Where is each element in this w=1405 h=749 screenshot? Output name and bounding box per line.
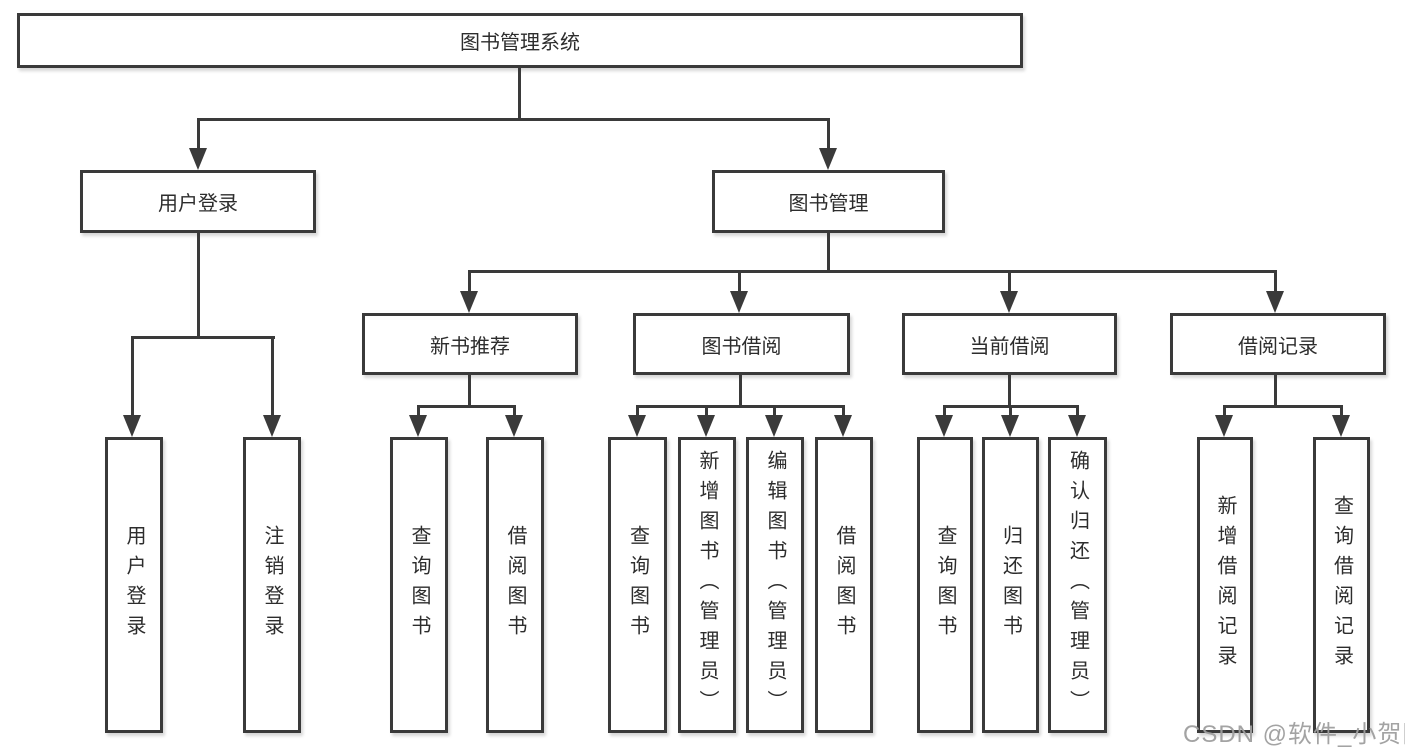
node-label: 图书管理 — [788, 193, 869, 215]
connector-arrow-leaf — [409, 405, 427, 437]
node-label: 用户登录 — [158, 193, 238, 215]
connector-arrow-leaf — [1001, 405, 1019, 437]
leaf-borrow-books-recommend: 借阅图书 — [486, 437, 544, 733]
connector-arrow-leaf — [765, 405, 783, 437]
leaf-query-books-current: 查询图书 — [917, 437, 973, 733]
node-label: 新书推荐 — [430, 335, 510, 358]
node-label: 新增借阅记录 — [1214, 495, 1236, 675]
node-label: 用户登录 — [123, 525, 145, 645]
node-new-book-recommendation: 新书推荐 — [362, 313, 578, 375]
connector-arrow-leaf — [123, 336, 141, 437]
connector-stem-book-borrow — [739, 375, 742, 408]
connector-stem-new-books — [468, 375, 471, 408]
node-label: 归还图书 — [999, 525, 1022, 645]
node-label: 当前借阅 — [969, 335, 1050, 358]
connector-arrow-leaf — [505, 405, 523, 437]
leaf-borrow-books: 借阅图书 — [815, 437, 873, 733]
node-label: 图书管理系统 — [460, 32, 580, 54]
connector-bus-new-books — [419, 405, 515, 408]
connector-stem-borrow-records — [1274, 375, 1277, 408]
node-label: 查询图书 — [626, 525, 649, 645]
connector-arrow-leaf — [697, 405, 715, 437]
connector-arrow-leaf — [628, 405, 646, 437]
connector-bus-user-login — [133, 336, 275, 339]
connector-arrow-user-login — [189, 118, 207, 170]
node-user-login: 用户登录 — [80, 170, 316, 233]
connector-arrow-leaf — [834, 405, 852, 437]
connector-stem-root — [518, 68, 521, 120]
node-label: 借阅图书 — [504, 525, 526, 645]
leaf-query-books-borrow: 查询图书 — [608, 437, 667, 733]
node-label: 查询图书 — [408, 525, 430, 645]
node-label: 查询图书 — [934, 525, 956, 645]
connector-stem-user-login — [197, 232, 200, 339]
csdn-watermark: CSDN @软件_小贺同学 — [1183, 721, 1405, 748]
leaf-add-books-admin: 新增图书（管理员） — [678, 437, 736, 733]
leaf-edit-books-admin: 编辑图书（管理员） — [746, 437, 804, 733]
leaf-query-books-recommend: 查询图书 — [390, 437, 448, 733]
connector-bus-book-borrow — [636, 405, 844, 408]
connector-bus-borrow-records — [1224, 405, 1341, 408]
connector-arrow-leaf — [935, 405, 953, 437]
connector-arrow-module — [1266, 270, 1284, 313]
connector-arrow-module — [730, 270, 748, 313]
connector-bus-modules — [470, 270, 1277, 273]
node-borrowing-records: 借阅记录 — [1170, 313, 1386, 375]
node-book-borrowing: 图书借阅 — [633, 313, 850, 375]
node-book-management: 图书管理 — [712, 170, 945, 233]
node-label: 借阅记录 — [1238, 335, 1318, 358]
node-label: 编辑图书（管理员） — [764, 450, 786, 720]
leaf-return-books: 归还图书 — [982, 437, 1039, 733]
node-label: 借阅图书 — [833, 525, 855, 645]
leaf-logout: 注销登录 — [243, 437, 301, 733]
node-label: 注销登录 — [261, 525, 283, 645]
node-label: 新增图书（管理员） — [696, 450, 718, 720]
leaf-confirm-return-admin: 确认归还（管理员） — [1048, 437, 1107, 733]
connector-arrow-leaf — [263, 336, 281, 437]
node-current-borrowing: 当前借阅 — [902, 313, 1117, 375]
connector-arrow-book-management — [819, 118, 837, 170]
leaf-add-borrow-record: 新增借阅记录 — [1197, 437, 1253, 733]
leaf-query-borrow-record: 查询借阅记录 — [1313, 437, 1370, 733]
connector-arrow-module — [460, 270, 478, 313]
leaf-user-login: 用户登录 — [105, 437, 163, 733]
node-label: 查询借阅记录 — [1330, 495, 1353, 675]
connector-arrow-module — [1000, 270, 1018, 313]
connector-stem-book-management — [827, 232, 830, 273]
connector-stem-current-borrow — [1008, 375, 1011, 408]
connector-arrow-leaf — [1215, 405, 1233, 437]
node-book-mgmt-system: 图书管理系统 — [17, 13, 1023, 68]
node-label: 图书借阅 — [701, 335, 782, 358]
connector-arrow-leaf — [1332, 405, 1350, 437]
node-label: 确认归还（管理员） — [1066, 450, 1089, 720]
connector-bus-root — [198, 118, 830, 121]
connector-arrow-leaf — [1068, 405, 1086, 437]
